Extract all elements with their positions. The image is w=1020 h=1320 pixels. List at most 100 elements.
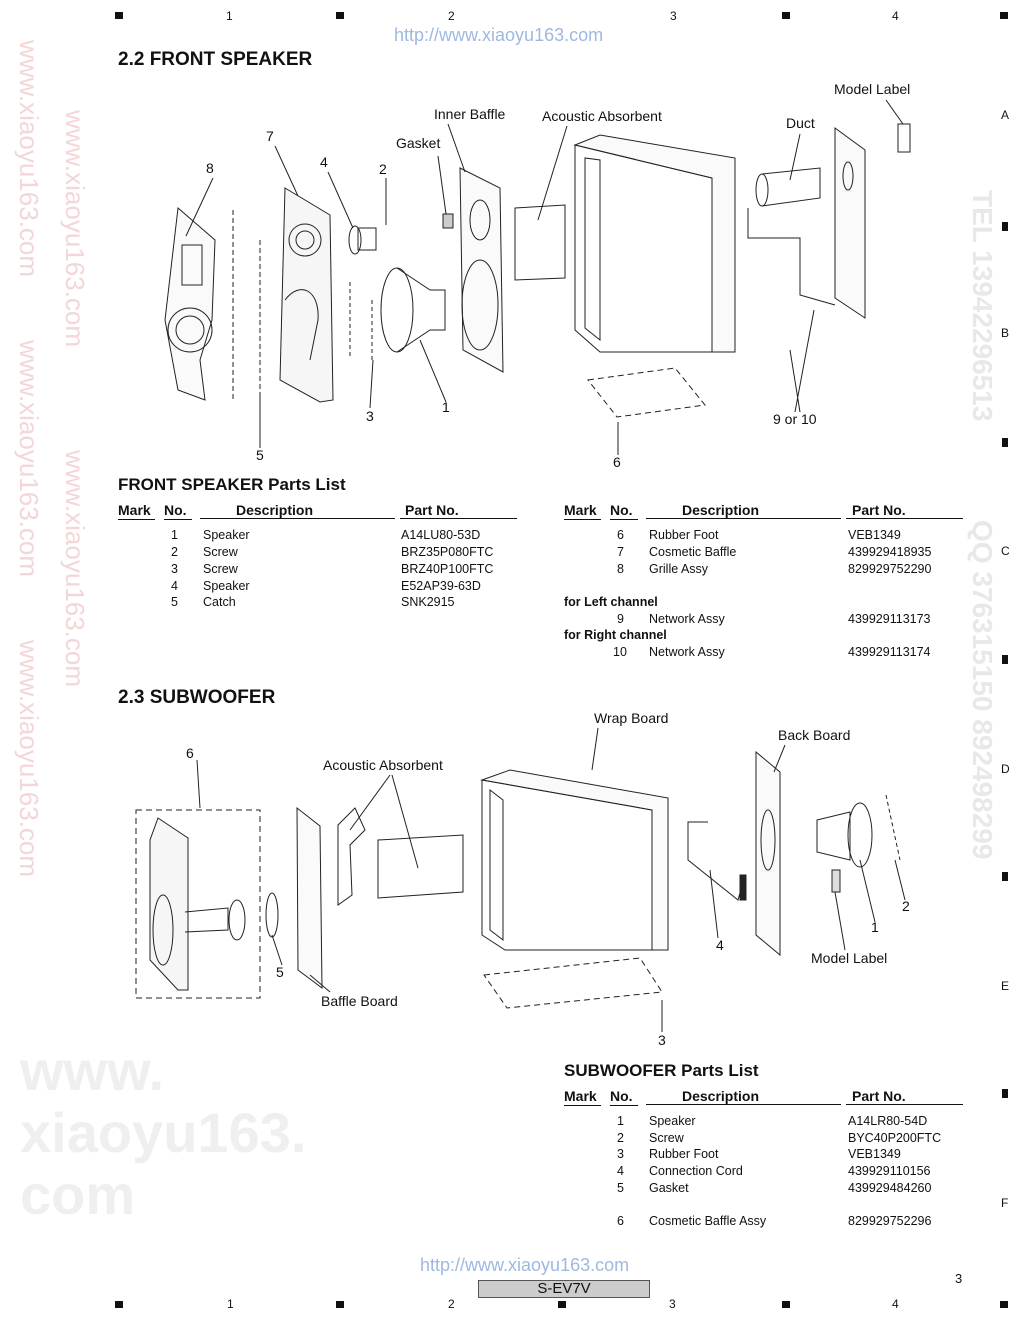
callout-back-board: Back Board: [778, 727, 851, 743]
page-number: 3: [955, 1271, 963, 1286]
register-mark: [1000, 1301, 1008, 1308]
row-part-no: BYC40P200FTC: [848, 1131, 942, 1145]
watermark-site: www.xiaoyu163.com: [60, 110, 90, 347]
callout-gasket: Gasket: [396, 135, 441, 151]
row-part-no: A14LU80-53D: [401, 528, 481, 542]
row-description: Connection Cord: [649, 1164, 743, 1178]
col-header-no: No.: [610, 1088, 638, 1106]
col-header-no: No.: [164, 502, 192, 520]
right-channel-label: for Right channel: [564, 628, 667, 642]
row-description: Catch: [203, 595, 236, 609]
watermark-site: www.xiaoyu163.com: [60, 450, 90, 687]
watermark-site: www.xiaoyu163.com: [14, 340, 44, 577]
column-number: 2: [448, 1297, 455, 1311]
callout-2: 2: [902, 898, 910, 914]
row-part-no: 439929484260: [848, 1181, 932, 1195]
row-description: Cosmetic Baffle Assy: [649, 1214, 767, 1228]
row-letter: C: [1001, 544, 1010, 558]
callout-baffle-board: Baffle Board: [321, 993, 398, 1009]
column-number: 2: [448, 9, 455, 23]
row-no: 1: [171, 528, 178, 542]
column-number: 1: [226, 9, 233, 23]
callout-duct: Duct: [786, 115, 815, 131]
row-part-no: 439929113173: [848, 612, 931, 626]
row-part-no: BRZ35P080FTC: [401, 545, 494, 559]
row-part-no: A14LR80-54D: [848, 1114, 928, 1128]
register-mark: [115, 1301, 123, 1308]
register-mark: [1002, 655, 1008, 664]
callout-7: 7: [266, 128, 274, 144]
callout-2: 2: [379, 161, 387, 177]
footer-url[interactable]: http://www.xiaoyu163.com: [420, 1255, 630, 1275]
row-no: 3: [617, 1147, 624, 1161]
col-header-mark: Mark: [564, 1088, 601, 1106]
callout-9-or-10: 9 or 10: [773, 411, 817, 427]
row-description: Network Assy: [649, 645, 725, 659]
column-number: 4: [892, 9, 899, 23]
row-letter: B: [1001, 326, 1010, 340]
row-description: Screw: [649, 1131, 684, 1145]
register-mark: [115, 12, 123, 19]
callout-1: 1: [871, 919, 879, 935]
row-no: 2: [617, 1131, 624, 1145]
row-description: Gasket: [649, 1181, 689, 1195]
callout-5: 5: [256, 447, 264, 463]
row-letter: D: [1001, 762, 1010, 776]
model-name: S-EV7V: [478, 1280, 650, 1298]
row-letter: F: [1001, 1196, 1009, 1210]
subwoofer-parts-list-title: SUBWOOFER Parts List: [564, 1061, 759, 1080]
front-parts-list-title: FRONT SPEAKER Parts List: [118, 475, 346, 494]
row-part-no: SNK2915: [401, 595, 455, 609]
watermark-site: www.xiaoyu163.com: [14, 40, 44, 277]
callout-6: 6: [186, 745, 194, 761]
row-description: Speaker: [203, 579, 250, 593]
header-url[interactable]: http://www.xiaoyu163.com: [394, 25, 604, 45]
callout-acoustic-absorbent: Acoustic Absorbent: [542, 108, 662, 124]
register-mark: [336, 12, 344, 19]
register-mark: [1002, 222, 1008, 231]
callout-1: 1: [442, 399, 450, 415]
row-no: 5: [617, 1181, 624, 1195]
row-description: Rubber Foot: [649, 528, 719, 542]
col-header-no: No.: [610, 502, 638, 520]
row-description: Speaker: [649, 1114, 696, 1128]
row-no: 10: [613, 645, 627, 659]
callout-8: 8: [206, 160, 214, 176]
register-mark: [782, 12, 790, 19]
register-mark: [782, 1301, 790, 1308]
callout-3: 3: [366, 408, 374, 424]
row-description: Rubber Foot: [649, 1147, 719, 1161]
col-header-part-no: Part No.: [846, 1088, 963, 1105]
callout-3: 3: [658, 1032, 666, 1048]
row-no: 1: [617, 1114, 624, 1128]
row-no: 5: [171, 595, 178, 609]
col-header-description: Description: [646, 1088, 841, 1105]
row-part-no: E52AP39-63D: [401, 579, 481, 593]
row-letter: A: [1001, 108, 1010, 122]
register-mark: [336, 1301, 344, 1308]
row-letter: E: [1001, 979, 1010, 993]
register-mark: [1002, 1089, 1008, 1098]
register-mark: [558, 1301, 566, 1308]
row-no: 3: [171, 562, 178, 576]
section-title-front-speaker: 2.2 FRONT SPEAKER: [118, 49, 313, 70]
row-description: Screw: [203, 562, 238, 576]
section-title-subwoofer: 2.3 SUBWOOFER: [118, 687, 276, 708]
callout-5: 5: [276, 964, 284, 980]
callout-wrap-board: Wrap Board: [594, 710, 669, 726]
column-number: 4: [892, 1297, 899, 1311]
row-part-no: BRZ40P100FTC: [401, 562, 494, 576]
watermark-site: www.xiaoyu163.com: [14, 640, 44, 877]
callout-6: 6: [613, 454, 621, 470]
row-part-no: 439929110156: [848, 1164, 931, 1178]
row-description: Network Assy: [649, 612, 725, 626]
row-no: 9: [617, 612, 624, 626]
col-header-mark: Mark: [118, 502, 155, 520]
callout-4: 4: [320, 154, 328, 170]
callout-inner-baffle: Inner Baffle: [434, 106, 506, 122]
callout-acoustic-absorbent: Acoustic Absorbent: [323, 757, 443, 773]
row-part-no: VEB1349: [848, 1147, 901, 1161]
row-part-no: 829929752296: [848, 1214, 932, 1228]
left-channel-label: for Left channel: [564, 595, 658, 609]
